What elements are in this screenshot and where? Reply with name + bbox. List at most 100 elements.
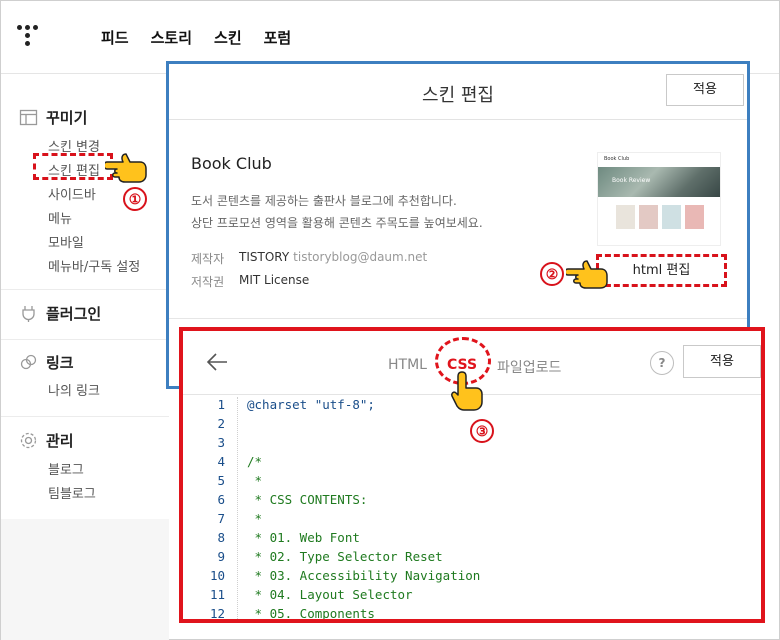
code-line[interactable]: 10 * 03. Accessibility Navigation — [183, 568, 761, 587]
code-text: * — [247, 511, 263, 526]
sidebar-footer-area — [1, 519, 169, 640]
theme-description-2: 상단 프로모션 영역을 활용해 콘텐츠 주목도를 높여보세요. — [191, 216, 483, 230]
code-line[interactable]: 3 — [183, 435, 761, 454]
code-text: * 01. Web Font — [247, 530, 360, 545]
sidebar-item-my-links[interactable]: 나의 링크 — [48, 384, 100, 399]
thumbnail-title: Book Club — [604, 156, 630, 162]
code-line[interactable]: 4 /* — [183, 454, 761, 473]
sidebar-item-menubar-subscribe[interactable]: 메뉴바/구독 설정 — [48, 260, 141, 275]
sidebar-item-menu[interactable]: 메뉴 — [48, 212, 72, 227]
skin-edit-highlight — [33, 153, 113, 180]
license-label: 저작권 — [191, 275, 225, 289]
thumbnail-card — [616, 205, 635, 229]
line-number: 6 — [217, 492, 225, 507]
thumbnail-card — [639, 205, 658, 229]
code-text: * 03. Accessibility Navigation — [247, 568, 481, 583]
tab-html[interactable]: HTML — [388, 357, 427, 373]
line-number: 8 — [217, 530, 225, 545]
gear-icon — [20, 432, 37, 449]
sidebar-section-title: 관리 — [46, 432, 74, 450]
help-icon[interactable]: ? — [650, 351, 674, 375]
code-text: * 05. Components — [247, 606, 375, 619]
maker-label: 제작자 — [191, 252, 225, 266]
code-line[interactable]: 1 @charset "utf-8"; — [183, 397, 761, 416]
sidebar-section-title: 링크 — [46, 354, 74, 372]
thumbnail-card — [685, 205, 704, 229]
sidebar-item-mobile[interactable]: 모바일 — [48, 236, 84, 251]
back-arrow-icon[interactable] — [205, 351, 229, 373]
line-number: 4 — [217, 454, 225, 469]
sidebar-section-plugin[interactable]: 플러그인 — [19, 303, 101, 324]
code-line[interactable]: 9 * 02. Type Selector Reset — [183, 549, 761, 568]
editor-apply-button[interactable]: 적용 — [683, 345, 761, 378]
line-number: 7 — [217, 511, 225, 526]
skin-panel-divider — [169, 318, 747, 319]
sidebar-divider — [1, 289, 169, 290]
step-1-badge: ① — [123, 187, 147, 211]
code-line[interactable]: 2 — [183, 416, 761, 435]
code-line[interactable]: 8 * 01. Web Font — [183, 530, 761, 549]
code-text: * — [247, 473, 263, 488]
line-number: 12 — [209, 606, 225, 619]
code-text: /* — [247, 454, 263, 469]
pointing-hand-icon — [451, 371, 483, 411]
theme-description-1: 도서 콘텐츠를 제공하는 출판사 블로그에 추천합니다. — [191, 194, 457, 208]
sidebar-item-blog[interactable]: 블로그 — [48, 463, 84, 478]
code-text: * 02. Type Selector Reset — [247, 549, 443, 564]
code-text: @charset "utf-8"; — [247, 397, 375, 412]
skin-panel-header: 스킨 편집 적용 — [169, 64, 747, 120]
sidebar-divider — [1, 339, 169, 340]
sidebar-section-manage[interactable]: 관리 — [19, 430, 74, 451]
code-line[interactable]: 6 * CSS CONTENTS: — [183, 492, 761, 511]
code-text: * CSS CONTENTS: — [247, 492, 368, 507]
tistory-logo-icon[interactable] — [17, 25, 39, 51]
nav-story[interactable]: 스토리 — [150, 29, 193, 47]
plug-icon — [22, 306, 35, 322]
main-nav: 피드 스토리 스킨 포럼 — [101, 27, 291, 48]
line-number: 1 — [217, 397, 225, 412]
line-number: 9 — [217, 549, 225, 564]
step-2-badge: ② — [540, 262, 564, 286]
maker-email: tistoryblog@daum.net — [293, 250, 428, 264]
nav-forum[interactable]: 포럼 — [263, 29, 292, 47]
pointing-hand-icon — [105, 153, 147, 183]
sidebar-item-sidebar[interactable]: 사이드바 — [48, 188, 96, 203]
html-edit-button[interactable]: html 편집 — [596, 254, 727, 287]
sidebar-item-skin-change[interactable]: 스킨 변경 — [48, 140, 100, 155]
sidebar: 꾸미기 스킨 변경 스킨 편집 사이드바 메뉴 모바일 메뉴바/구독 설정 플러… — [1, 75, 169, 640]
code-line[interactable]: 7 * — [183, 511, 761, 530]
code-line[interactable]: 5 * — [183, 473, 761, 492]
theme-thumbnail: Book Club Book Review — [597, 152, 721, 246]
layout-icon — [19, 109, 38, 126]
tab-file-upload[interactable]: 파일업로드 — [497, 360, 562, 376]
nav-feed[interactable]: 피드 — [101, 29, 129, 47]
thumbnail-hero-text: Book Review — [612, 177, 651, 184]
indent-guide — [237, 397, 238, 619]
link-icon — [20, 354, 37, 370]
maker-name: TISTORY — [239, 250, 290, 264]
code-text: * 04. Layout Selector — [247, 587, 413, 602]
license-value: MIT License — [239, 273, 310, 287]
sidebar-section-title: 플러그인 — [46, 305, 102, 323]
step-3-badge: ③ — [470, 419, 494, 443]
skin-apply-button[interactable]: 적용 — [666, 74, 744, 106]
sidebar-item-teamblog[interactable]: 팀블로그 — [48, 487, 96, 502]
line-number: 3 — [217, 435, 225, 450]
sidebar-section-link[interactable]: 링크 — [19, 352, 74, 373]
theme-name: Book Club — [191, 154, 272, 173]
skin-panel-title: 스킨 편집 — [422, 85, 494, 106]
thumbnail-card — [662, 205, 681, 229]
line-number: 10 — [209, 568, 225, 583]
sidebar-section-decorate[interactable]: 꾸미기 — [19, 107, 87, 128]
thumbnail-hero-image — [598, 167, 720, 197]
line-number: 5 — [217, 473, 225, 488]
line-number: 2 — [217, 416, 225, 431]
code-line[interactable]: 11 * 04. Layout Selector — [183, 587, 761, 606]
nav-skin[interactable]: 스킨 — [214, 29, 242, 47]
sidebar-item-skin-edit[interactable]: 스킨 편집 — [48, 164, 100, 179]
sidebar-section-title: 꾸미기 — [46, 109, 88, 127]
code-line[interactable]: 12 * 05. Components — [183, 606, 761, 619]
